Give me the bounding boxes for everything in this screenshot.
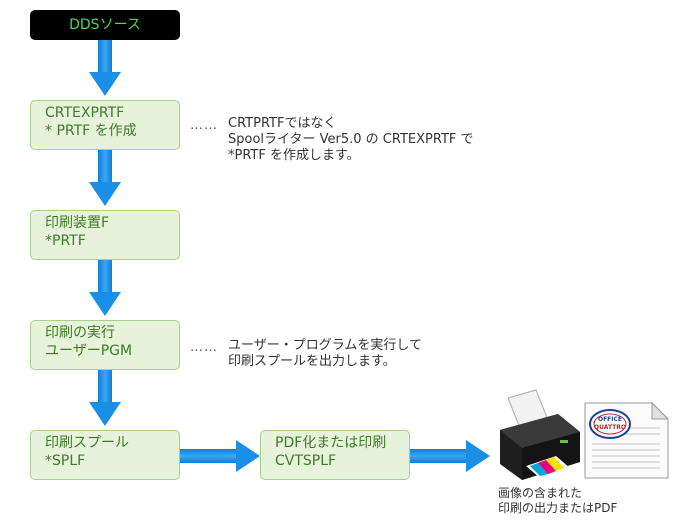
print-device-file-line2: *PRTF [45, 233, 86, 249]
output-document [584, 401, 670, 479]
stamp-line2: QUATTRO [594, 424, 626, 431]
pdf-convert-box: PDF化または印刷 CVTSPLF [260, 430, 410, 480]
note-user-program-line2: 印刷スプールを出力します。 [228, 354, 396, 369]
arrow-device-to-run [89, 260, 121, 316]
note-crtexprtf-line3: *PRTF を作成します。 [228, 148, 360, 163]
pdf-convert-line2: CVTSPLF [275, 453, 337, 469]
stamp-line1: OFFICE [598, 416, 622, 423]
note-crtexprtf-line1: CRTPRTFではなく [228, 116, 337, 131]
print-run-line1: 印刷の実行 [45, 325, 115, 341]
pdf-convert-line1: PDF化または印刷 [275, 435, 387, 451]
arrow-pdf-to-output [410, 440, 490, 472]
arrow-spool-to-pdf [180, 440, 260, 472]
output-caption-line2: 印刷の出力またはPDF [498, 501, 618, 515]
print-run-box: 印刷の実行 ユーザーPGM [30, 320, 180, 370]
note-leader-dots-1: …… [190, 118, 218, 133]
output-caption: 画像の含まれた 印刷の出力またはPDF [498, 486, 617, 516]
print-spool-line1: 印刷スプール [45, 435, 129, 451]
arrow-crtexprtf-to-device [89, 150, 121, 206]
print-spool-line2: *SPLF [45, 453, 86, 469]
crtexprtf-box: CRTEXPRTF * PRTF を作成 [30, 100, 180, 150]
crtexprtf-line1: CRTEXPRTF [45, 105, 125, 121]
arrow-source-to-crtexprtf [89, 40, 121, 96]
note-user-program: ユーザー・プログラムを実行して 印刷スプールを出力します。 [228, 338, 422, 370]
print-spool-box: 印刷スプール *SPLF [30, 430, 180, 480]
note-user-program-line1: ユーザー・プログラムを実行して [228, 338, 422, 353]
print-run-line2: ユーザーPGM [45, 343, 133, 359]
print-device-file-box: 印刷装置F *PRTF [30, 210, 180, 260]
crtexprtf-line2: * PRTF を作成 [45, 123, 137, 139]
note-leader-dots-2: …… [190, 340, 218, 355]
arrow-run-to-spool [89, 370, 121, 426]
dds-source-box: DDSソース [30, 10, 180, 40]
note-crtexprtf: CRTPRTFではなく Spoolライター Ver5.0 の CRTEXPRTF… [228, 116, 474, 164]
output-caption-line1: 画像の含まれた [498, 486, 583, 500]
print-device-file-line1: 印刷装置F [45, 215, 110, 231]
note-crtexprtf-line2: Spoolライター Ver5.0 の CRTEXPRTF で [228, 132, 474, 147]
printer-icon [500, 389, 580, 480]
